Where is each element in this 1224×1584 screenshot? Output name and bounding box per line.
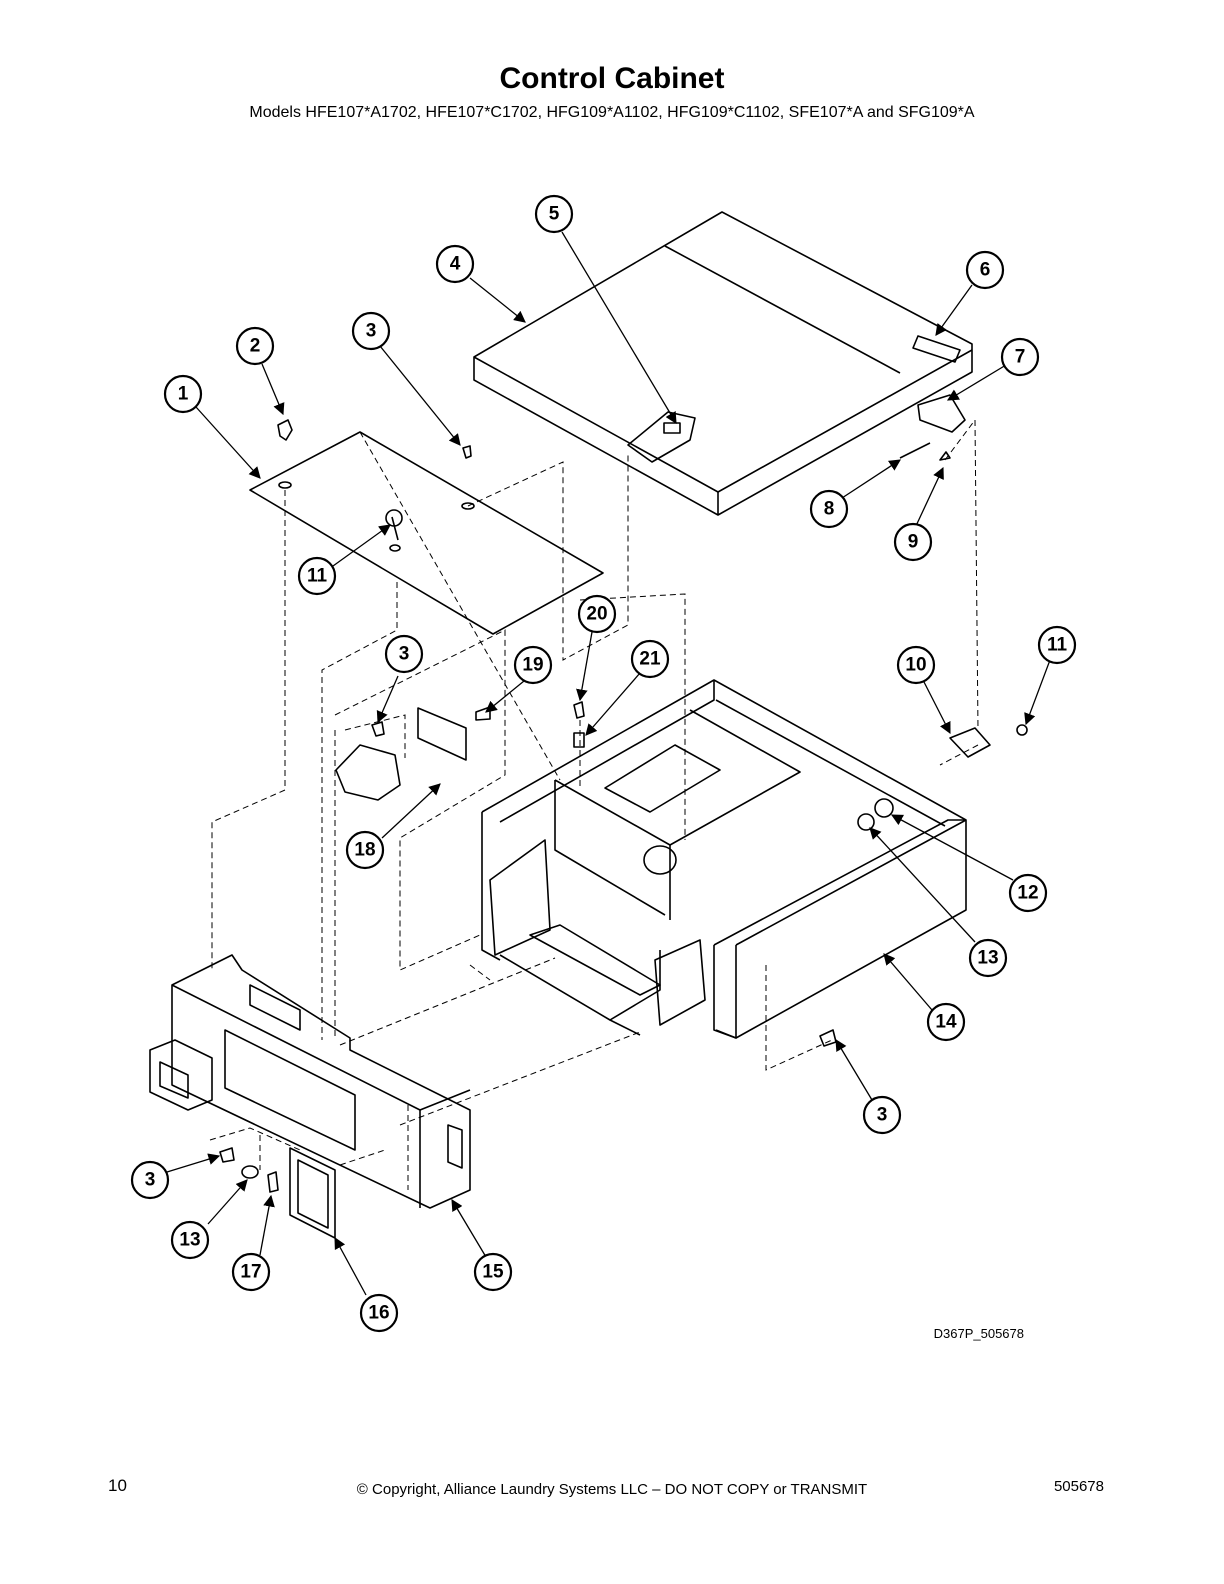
svg-text:16: 16 [368, 1303, 389, 1324]
callout-8: 8 [809, 489, 849, 529]
copyright-notice: © Copyright, Alliance Laundry Systems LL… [356, 1481, 868, 1498]
leader-lines [166, 231, 1051, 1296]
callout-17: 17 [231, 1252, 271, 1292]
svg-text:11: 11 [1047, 635, 1068, 656]
callout-19: 19 [513, 645, 553, 685]
top-panel-part [249, 431, 604, 635]
callout-3: 3 [130, 1160, 170, 1200]
drawing-number: D367P_505678 [934, 1326, 1024, 1341]
callout-6: 6 [965, 250, 1005, 290]
callout-4: 4 [435, 244, 475, 284]
callout-15: 15 [473, 1252, 513, 1292]
callout-3: 3 [384, 634, 424, 674]
callout-12: 12 [1008, 873, 1048, 913]
svg-text:10: 10 [905, 655, 926, 676]
page-title: Control Cabinet [499, 62, 725, 95]
svg-text:20: 20 [586, 604, 607, 625]
callout-5: 5 [534, 194, 574, 234]
svg-text:3: 3 [145, 1170, 156, 1191]
svg-text:17: 17 [240, 1262, 261, 1283]
svg-text:2: 2 [250, 336, 261, 357]
callout-21: 21 [630, 639, 670, 679]
cabinet-base-part [481, 679, 967, 1039]
callout-16: 16 [359, 1293, 399, 1333]
callout-10: 10 [896, 645, 936, 685]
callout-3: 3 [351, 311, 391, 351]
callout-20: 20 [577, 594, 617, 634]
svg-text:11: 11 [307, 566, 328, 587]
front-bracket-part [149, 954, 471, 1239]
svg-text:8: 8 [824, 499, 835, 520]
svg-text:3: 3 [877, 1105, 888, 1126]
svg-text:3: 3 [399, 644, 410, 665]
callout-11: 11 [1037, 625, 1077, 665]
svg-text:3: 3 [366, 321, 377, 342]
svg-text:13: 13 [977, 948, 998, 969]
svg-text:12: 12 [1017, 883, 1038, 904]
svg-text:14: 14 [935, 1012, 957, 1033]
assembly-dashed-lines [209, 418, 979, 1190]
models-subtitle: Models HFE107*A1702, HFE107*C1702, HFG10… [249, 104, 975, 121]
svg-text:13: 13 [179, 1230, 200, 1251]
hardware-parts [219, 394, 1028, 1193]
callout-13: 13 [170, 1220, 210, 1260]
svg-text:5: 5 [549, 204, 560, 225]
document-number: 505678 [1053, 1478, 1104, 1495]
callout-13: 13 [968, 938, 1008, 978]
svg-text:7: 7 [1015, 347, 1026, 368]
svg-text:21: 21 [639, 649, 661, 670]
callout-2: 2 [235, 326, 275, 366]
callout-18: 18 [345, 830, 385, 870]
svg-text:1: 1 [178, 384, 189, 405]
callout-7: 7 [1000, 337, 1040, 377]
callout-11: 11 [297, 556, 337, 596]
callout-14: 14 [926, 1002, 966, 1042]
callout-1: 1 [163, 374, 203, 414]
top-lid-part [473, 211, 973, 516]
page-number: 10 [108, 1476, 127, 1495]
svg-text:9: 9 [908, 532, 919, 553]
callout-3: 3 [862, 1095, 902, 1135]
callout-9: 9 [893, 522, 933, 562]
svg-text:6: 6 [980, 260, 991, 281]
svg-text:4: 4 [450, 254, 461, 275]
svg-text:15: 15 [482, 1262, 504, 1283]
svg-text:19: 19 [522, 655, 543, 676]
svg-text:18: 18 [354, 840, 375, 861]
